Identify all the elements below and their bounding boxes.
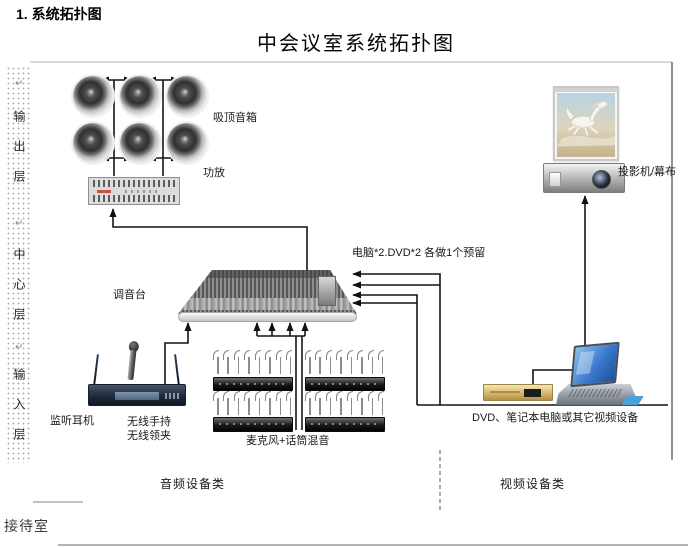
layer-center-label: 中心层 [12, 248, 26, 338]
ceiling-speakers-label: 吸顶音箱 [213, 112, 257, 124]
ceiling-speaker [120, 76, 160, 116]
gooseneck-mic-icon [336, 350, 343, 378]
gooseneck-mic-icon [213, 350, 220, 378]
wireless-lapel-label: 无线领夹 [127, 430, 171, 442]
mic-row [305, 350, 385, 378]
amp-vent [93, 195, 175, 202]
gooseneck-mic-icon [325, 350, 333, 378]
horse-image [557, 93, 615, 157]
mic-mixer-rack [213, 377, 293, 391]
amp-controls [125, 190, 159, 193]
room-footer-label: 接待室 [4, 518, 49, 534]
wireless-receiver [88, 384, 186, 406]
laptop-base [556, 384, 636, 405]
gooseneck-mic-icon [346, 391, 354, 419]
projector [543, 163, 625, 193]
gooseneck-mic-icon [377, 391, 385, 419]
gooseneck-mic-icon [233, 350, 241, 378]
gooseneck-mic-icon [315, 391, 322, 419]
mixer-master-section [318, 276, 336, 306]
return-mark-icon: ↵ [15, 342, 24, 353]
gooseneck-mic-icon [275, 391, 283, 419]
mic-row [213, 350, 293, 378]
gooseneck-mic-icon [305, 391, 312, 419]
video-category-label: 视频设备类 [500, 477, 566, 491]
reserved-input-lines [352, 270, 668, 406]
video-devices-label: DVD、笔记本电脑或其它视频设备 [472, 412, 639, 424]
gooseneck-mic-icon [244, 350, 251, 378]
ceiling-speaker [73, 123, 113, 163]
mixer-to-amp-line [109, 208, 308, 272]
diagram-title: 中会议室系统拓扑图 [257, 33, 455, 55]
layer-output-label: 输出层 [12, 110, 26, 200]
gooseneck-mic-icon [244, 391, 251, 419]
gooseneck-mic-icon [357, 350, 364, 378]
mic-row [213, 391, 293, 419]
mic-mixer-label: 麦克风+话筒混音 [246, 435, 330, 447]
ceiling-speaker [120, 123, 160, 163]
mic-mixer-rack [305, 417, 385, 432]
gooseneck-mic-icon [336, 391, 343, 419]
layer-input-label: 输入层 [12, 368, 26, 458]
mixer-label: 调音台 [113, 289, 146, 301]
gooseneck-mic-icon [223, 391, 230, 419]
mic-input-lines [253, 322, 309, 430]
gooseneck-mic-icon [254, 391, 262, 419]
gooseneck-mic-icon [223, 350, 230, 378]
mixer-front-panel [178, 312, 357, 322]
audio-category-label: 音频设备类 [160, 477, 226, 491]
wireless-handheld-label: 无线手持 [127, 416, 171, 428]
return-mark-icon: ↵ [15, 78, 24, 89]
laptop-screen [570, 341, 620, 388]
gooseneck-mic-icon [357, 391, 364, 419]
monitor-headphones-label: 监听耳机 [50, 415, 94, 427]
gooseneck-mic-icon [346, 350, 354, 378]
projector-screen-label: 投影机/幕布 [618, 166, 677, 178]
gooseneck-mic-icon [265, 391, 272, 419]
gooseneck-mic-icon [285, 350, 293, 378]
gooseneck-mic-icon [265, 350, 272, 378]
gooseneck-mic-icon [285, 391, 293, 419]
dvd-player [483, 384, 553, 401]
ceiling-speaker [73, 76, 113, 116]
receiver-to-mixer-line [164, 322, 192, 384]
amplifier-label: 功放 [203, 167, 225, 179]
gooseneck-mic-icon [275, 350, 283, 378]
section-heading: 1. 系统拓扑图 [16, 6, 102, 22]
gooseneck-mic-icon [367, 350, 375, 378]
layer-strip: ↵ 输出层 ↵ 中心层 ↵ 输入层 [6, 66, 30, 463]
gooseneck-mic-icon [315, 350, 322, 378]
gooseneck-mic-icon [325, 391, 333, 419]
amp-vent [93, 180, 175, 187]
gooseneck-mic-icon [305, 350, 312, 378]
mic-row [305, 391, 385, 419]
gooseneck-mic-icon [367, 391, 375, 419]
mic-body [127, 349, 137, 381]
mic-mixer-rack [305, 377, 385, 391]
ceiling-speaker [167, 76, 207, 116]
gooseneck-mic-icon [233, 391, 241, 419]
amplifier-device [88, 177, 180, 205]
screen-roller [554, 88, 618, 92]
gooseneck-mic-icon [213, 391, 220, 419]
ceiling-speaker [167, 123, 207, 163]
reserve-note: 电脑*2.DVD*2 各做1个预留 [352, 247, 486, 259]
gooseneck-mic-icon [377, 350, 385, 378]
mic-mixer-rack [213, 417, 293, 432]
projection-screen [553, 86, 619, 161]
gooseneck-mic-icon [254, 350, 262, 378]
amp-brand-mark [97, 190, 111, 193]
return-mark-icon: ↵ [15, 218, 24, 229]
